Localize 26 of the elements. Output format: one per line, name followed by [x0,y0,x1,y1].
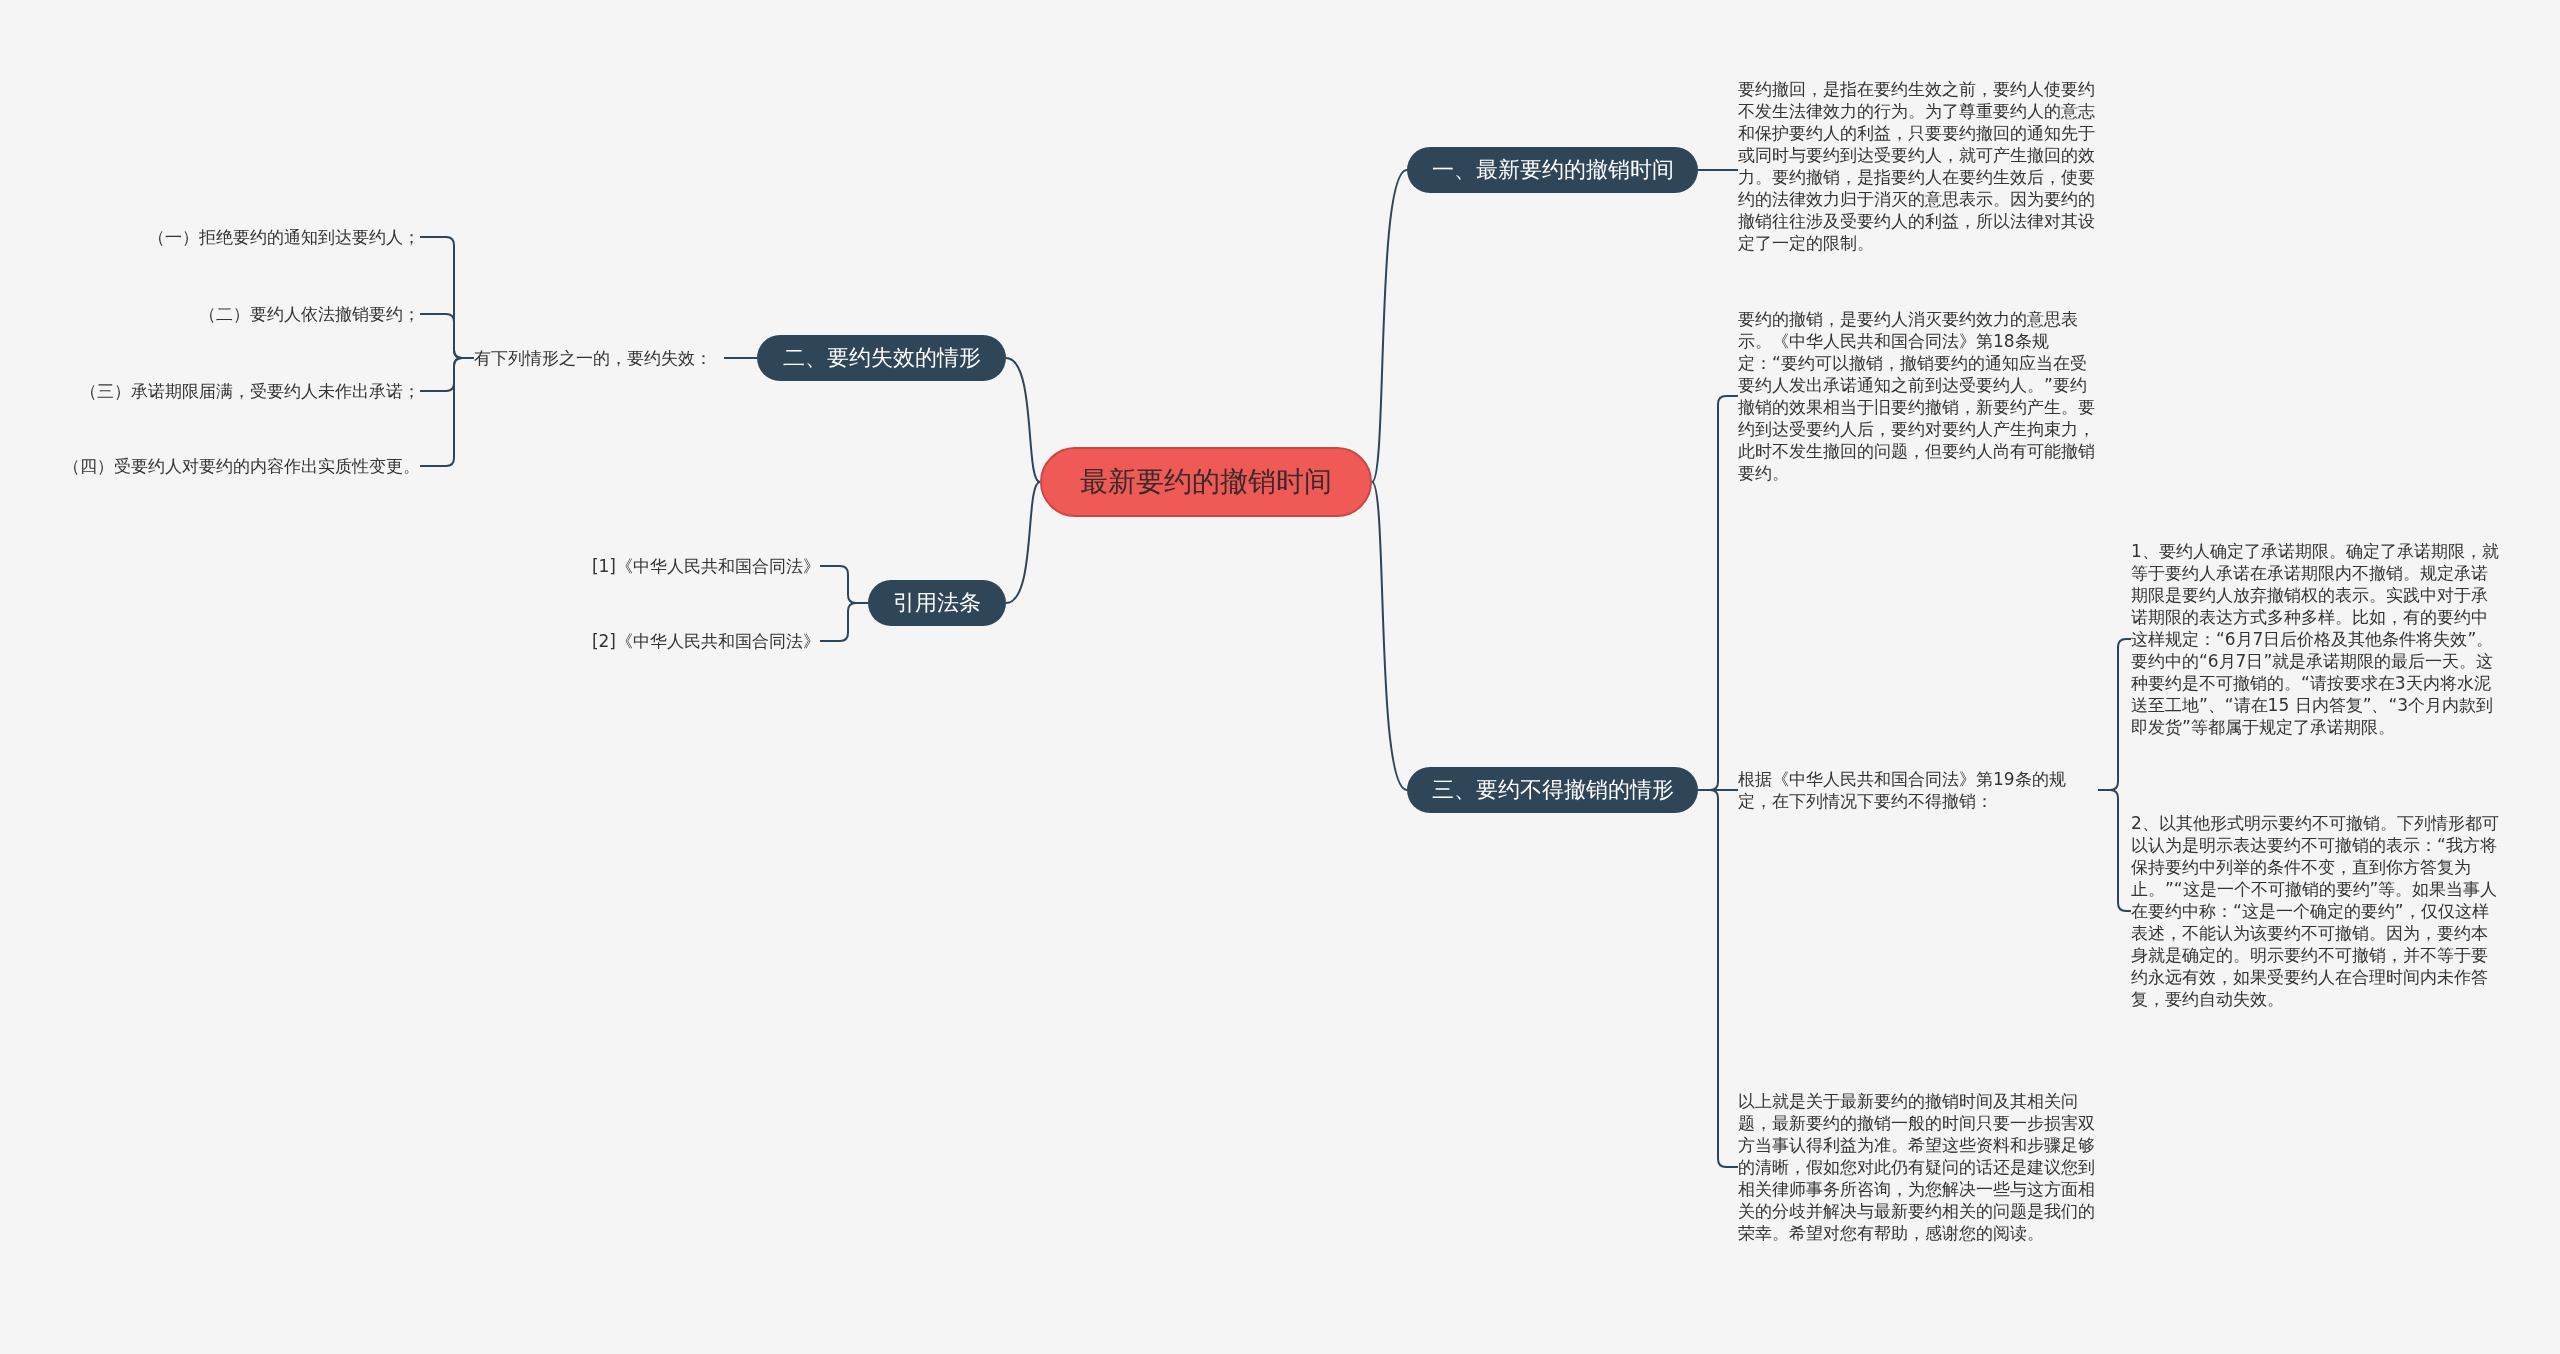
topic-text: [1]《中华人民共和国合同法》 [470,555,820,577]
connector-line [1005,481,1041,604]
connector-line [1371,481,1408,791]
topic-text: （二）要约人依法撤销要约； [60,303,420,325]
topic-text: 2、以其他形式明示要约不可撤销。下列情形都可以认为是明示表达要约不可撤销的表示：“我方将保持要约中列举的条件不变，直到你方答复为止。”“这是一个不可撤销的要约”等。如果当事人在要约中称：“这是一个确定的要约”，仅仅这样表述，不能认为该要约不可撤销。因为，要约本身就是确定的。明示要约不可撤销，并不等于要约永远有效，如果受要约人在合理时间内未作答复，要约自动失效。 [2131,812,2501,1010]
connector-line [1371,169,1408,483]
connector-line [723,357,758,359]
central-topic: 最新要约的撤销时间 [1040,447,1372,517]
topic-text: 以上就是关于最新要约的撤销时间及其相关问题，最新要约的撤销一般的时间只要一步损害双方当事认得利益为准。希望这些资料和步骤足够的清晰，假如您对此仍有疑问的话还是建议您到相关律师事务所咨询，为您解决一些与这方面相关的分歧并解决与最新要约相关的问题是我们的荣幸。希望对您有帮助，感谢您的阅读。 [1738,1090,2098,1244]
branch-topic: 三、要约不得撤销的情形 [1407,767,1698,813]
connector-line [1005,357,1041,483]
topic-text: 根据《中华人民共和国合同法》第19条的规定，在下列情况下要约不得撤销： [1738,768,2098,812]
connector-line [419,357,475,467]
topic-text: （一）拒绝要约的通知到达要约人； [60,226,420,248]
topic-text: [2]《中华人民共和国合同法》 [470,630,820,652]
topic-text: 1、要约人确定了承诺期限。确定了承诺期限，就等于要约人承诺在承诺期限内不撤销。规定承诺期限是要约人放弃撤销权的表示。实践中对于承诺期限的表达方式多种多样。比如，有的要约中这样规定：“6月7日后价格及其他条件将失效”。要约中的“6月7日”就是承诺期限的最后一天。这种要约是不可撤销的。“请按要求在3天内将水泥送至工地”、“请在15 日内答复”、“3个月内款到即发货”等都属于规定了承诺期限。 [2131,540,2501,738]
topic-text: （四）受要约人对要约的内容作出实质性变更。 [60,455,420,477]
connector-line [1697,169,1739,171]
topic-text: 要约撤回，是指在要约生效之前，要约人使要约不发生法律效力的行为。为了尊重要约人的意志和保护要约人的利益，只要要约撤回的通知先于或同时与要约到达受要约人，就可产生撤回的效力。要约撤销，是指要约人在要约生效后，使要约的法律效力归于消灭的意思表示。因为要约的撤销往往涉及受要约人的利益，所以法律对其设定了一定的限制。 [1738,78,2098,254]
topic-text: 有下列情形之一的，要约失效： [474,347,724,369]
connector-line [819,602,869,642]
branch-topic: 引用法条 [868,580,1006,626]
branch-topic: 一、最新要约的撤销时间 [1407,147,1698,193]
branch-topic: 二、要约失效的情形 [757,335,1006,381]
topic-text: 要约的撤销，是要约人消灭要约效力的意思表示。《中华人民共和国合同法》第18条规定：“要约可以撤销，撤销要约的通知应当在受要约人发出承诺通知之前到达受要约人。”要约撤销的效果相当于旧要约撤销，新要约产生。要约到达受要约人后，要约对要约人产生拘束力，此时不发生撤回的问题，但要约人尚有可能撤销要约。 [1738,308,2098,484]
topic-text: （三）承诺期限届满，受要约人未作出承诺； [60,380,420,402]
